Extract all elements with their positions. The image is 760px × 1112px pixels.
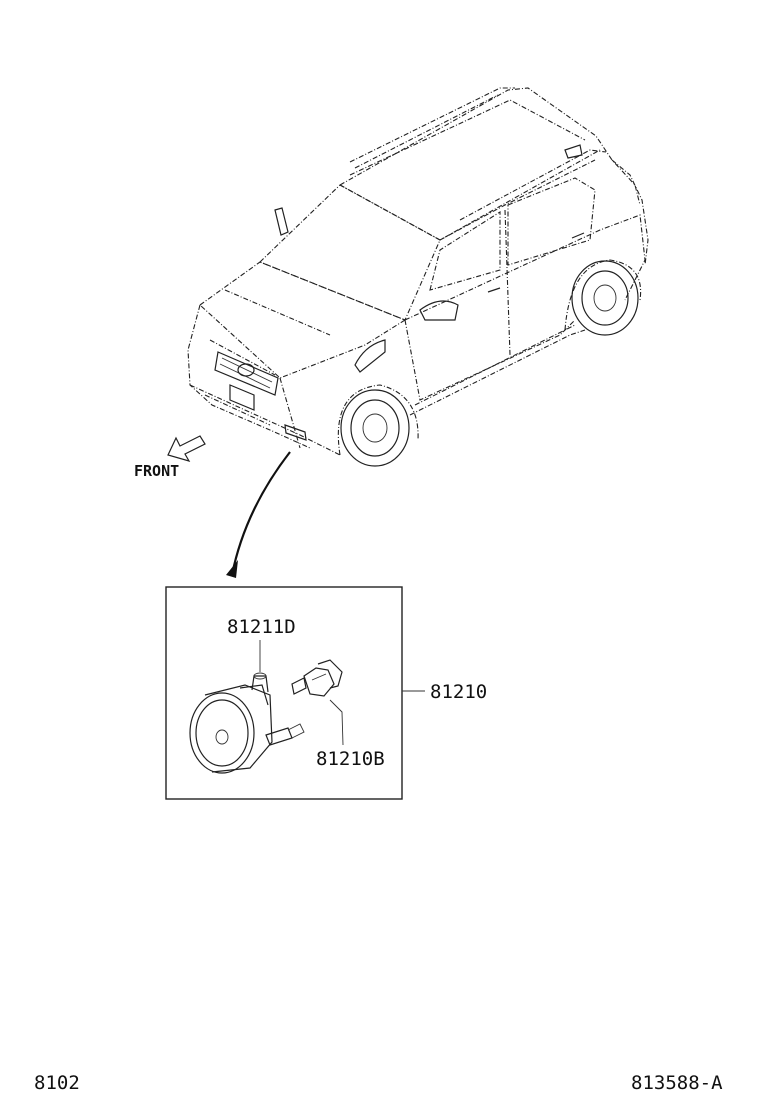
footer-section-number: 8102 (34, 1072, 80, 1094)
callout-81210: 81210 (430, 681, 487, 703)
detail-box (165, 586, 403, 800)
front-label: FRONT (134, 462, 179, 480)
fog-lamp-assembly (189, 672, 305, 774)
callout-81211d: 81211D (227, 616, 296, 638)
footer-illustration-id: 813588-A (631, 1072, 723, 1094)
bulb-81210b (291, 659, 343, 697)
leader-81210b (329, 699, 344, 746)
vehicle-illustration (187, 87, 649, 467)
callout-81210b: 81210B (316, 748, 385, 770)
location-leader (226, 451, 291, 578)
front-direction-arrow (167, 435, 206, 462)
